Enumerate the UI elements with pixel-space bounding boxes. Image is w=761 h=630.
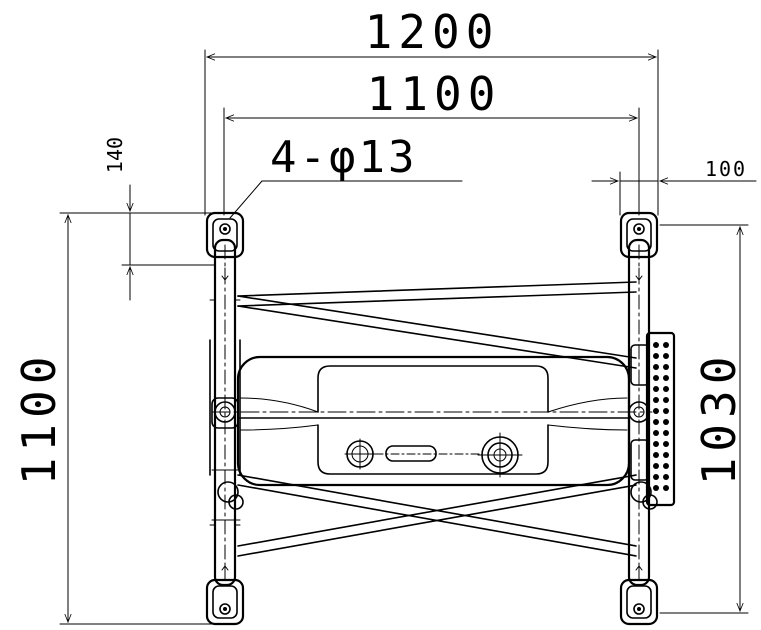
right-rail [627,238,676,587]
cross-braces [237,281,637,557]
foot-bottom-right [619,578,659,626]
dimension-overall-width: 1200 [204,5,659,216]
dimension-corner-horizontal: 100 [591,157,757,216]
body-fittings [344,432,523,478]
dimension-inner-height: 1030 [659,224,749,614]
corner-vertical-label: 140 [103,137,127,173]
dimension-corner-vertical: 140 [103,137,216,301]
holes-label: 4-φ13 [270,132,417,183]
overall-height-label: 1100 [12,351,66,486]
corner-horizontal-label: 100 [705,157,747,181]
main-body [211,355,653,487]
foot-top-left [205,211,245,259]
inner-height-label: 1030 [692,351,746,486]
dimension-overall-height: 1100 [12,212,216,625]
holes-callout: 4-φ13 [229,132,463,219]
foot-bottom-left [205,578,245,626]
overall-width-label: 1200 [365,5,500,59]
dimension-inner-width: 1100 [223,67,640,216]
inner-width-label: 1100 [367,67,502,121]
perforated-plate-holes [653,342,669,491]
foot-top-right [619,211,659,259]
